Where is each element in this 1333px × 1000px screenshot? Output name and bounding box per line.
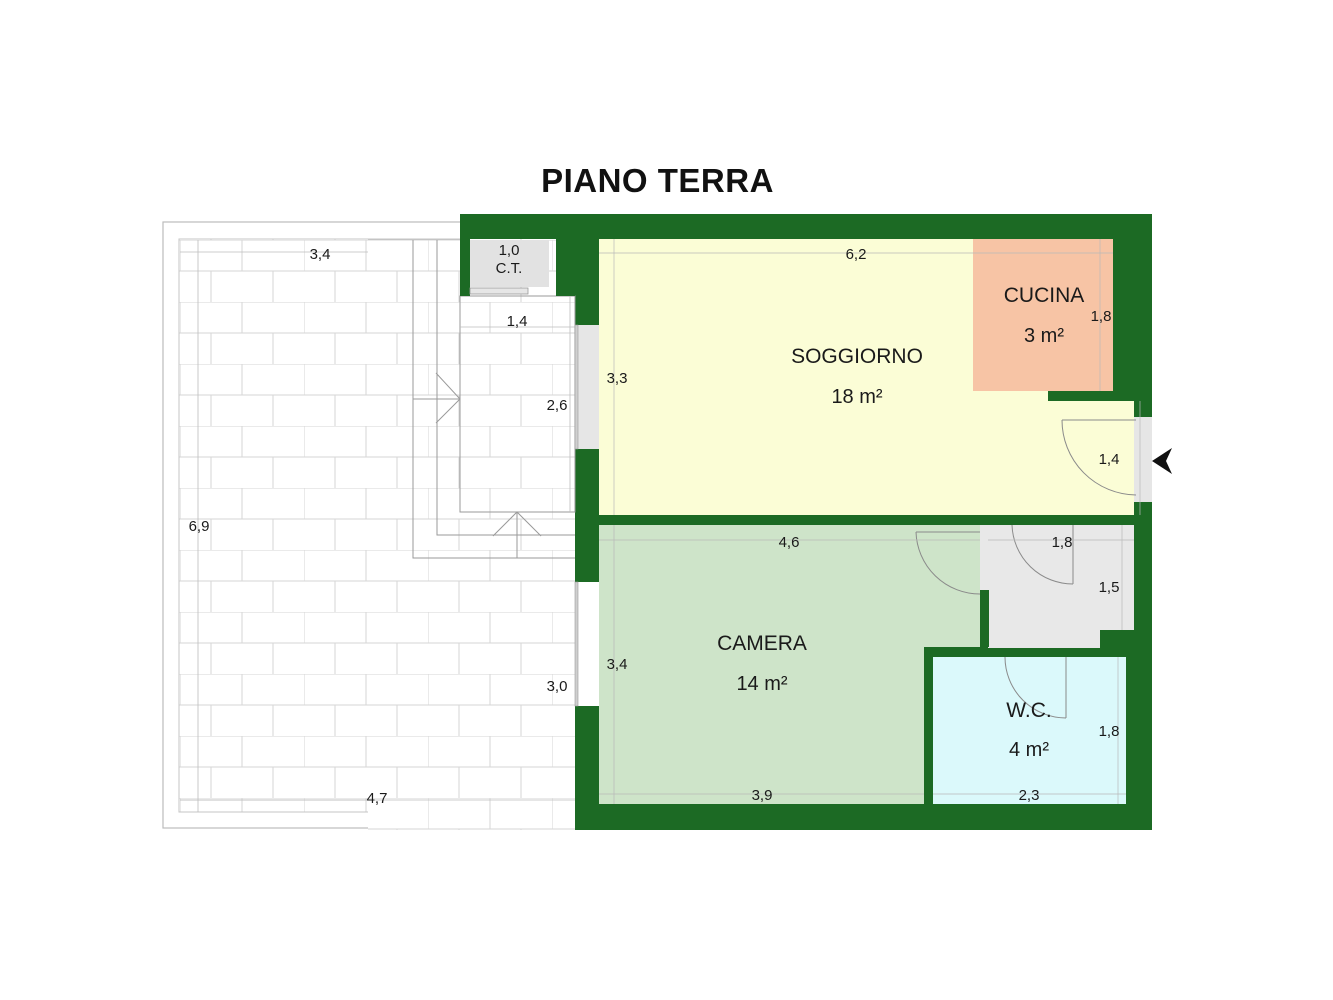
room-camera-label: CAMERA — [717, 632, 807, 655]
room-ct-label: C.T. — [496, 260, 523, 277]
room-cucina-area: 3 m² — [1024, 325, 1064, 347]
window — [575, 582, 599, 706]
dim-soggiorno-width: 6,2 — [846, 246, 867, 263]
dim-camera-height: 3,4 — [607, 656, 628, 673]
room-wc — [933, 657, 1126, 804]
room-ct — [460, 214, 575, 296]
door-camera[interactable] — [915, 531, 981, 595]
room-camera-area: 14 m² — [736, 673, 787, 695]
dim-terrace-left: 6,9 — [189, 518, 210, 535]
dim-camera-width-bottom: 3,9 — [752, 787, 773, 804]
room-cucina — [973, 239, 1113, 391]
entrance-arrow-icon — [1152, 448, 1172, 474]
room-soggiorno-label: SOGGIORNO — [791, 345, 923, 368]
dim-wc-height: 1,8 — [1099, 723, 1120, 740]
floor-title: PIANO TERRA — [541, 162, 774, 199]
room-cucina-label: CUCINA — [1004, 284, 1085, 307]
room-soggiorno-area: 18 m² — [831, 386, 882, 408]
room-camera — [599, 525, 980, 804]
dim-hall-width: 1,8 — [1052, 534, 1073, 551]
dim-camera-width-top: 4,6 — [779, 534, 800, 551]
dim-soggiorno-height: 3,3 — [607, 370, 628, 387]
dim-ct-width: 1,0 — [499, 242, 520, 259]
dim-wc-width: 2,3 — [1019, 787, 1040, 804]
dim-terrace-bottom: 4,7 — [367, 790, 388, 807]
window — [575, 325, 599, 449]
dim-entrance-width: 1,4 — [1099, 451, 1120, 468]
room-wc-area: 4 m² — [1009, 739, 1049, 761]
dim-hall-height: 1,5 — [1099, 579, 1120, 596]
door-wc[interactable] — [1004, 656, 1067, 719]
dim-patio-height: 2,6 — [547, 397, 568, 414]
dim-cucina-height: 1,8 — [1091, 308, 1112, 325]
door-soggiorno-hall[interactable] — [1011, 524, 1074, 585]
dim-terrace-top: 3,4 — [310, 246, 331, 263]
room-wc-label: W.C. — [1006, 699, 1052, 722]
entrance-door[interactable] — [1061, 417, 1152, 502]
dim-patio-width: 1,4 — [507, 313, 528, 330]
dim-window-lower: 3,0 — [547, 678, 568, 695]
